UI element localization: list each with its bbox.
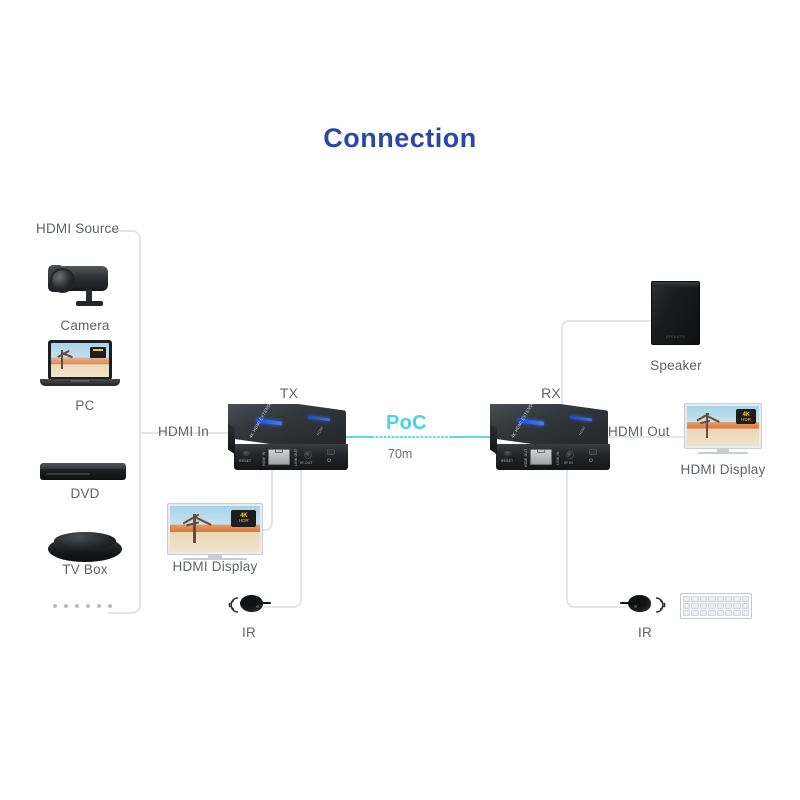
poc-label: PoC xyxy=(386,412,427,434)
badge-4k-text: 4K xyxy=(240,513,248,520)
cable-rx-to-speaker xyxy=(561,320,651,412)
tx-ir-out-jack[interactable] xyxy=(304,451,312,459)
rx-ir-in-jack[interactable] xyxy=(566,451,574,459)
tx-link-out-label: LINK OUT xyxy=(294,448,298,466)
tx-extender-device[interactable]: 4K HDMI EXTENDER HDMI RESET HDMI IN LINK… xyxy=(228,404,348,470)
tx-hdmi-in-label: HDMI IN xyxy=(262,451,266,466)
tx-ir-out-label: IR OUT xyxy=(300,461,313,465)
hdmi-display-tx-label: HDMI Display xyxy=(172,559,258,574)
source-label-tv-box: TV Box xyxy=(62,562,108,577)
hdmi-source-bracket xyxy=(108,230,141,614)
ir-wave-tx-icon xyxy=(228,597,239,613)
ir-rx-label: IR xyxy=(638,625,652,640)
tx-rj45-port[interactable] xyxy=(268,449,290,465)
rx-device-label: RX xyxy=(541,385,561,401)
source-more-dots xyxy=(53,604,112,608)
tx-reset-button[interactable] xyxy=(242,451,251,456)
cable-tx-rj45-to-display xyxy=(263,470,273,531)
rx-dc-port[interactable] xyxy=(589,449,597,455)
tx-device-label: TX xyxy=(279,385,299,401)
security-camera-icon xyxy=(40,258,130,310)
cable-tx-ir-out xyxy=(264,470,302,608)
badge-hdr-text: HDR xyxy=(741,416,751,422)
speaker-icon: SPEAKER xyxy=(651,281,700,345)
ir-receiver-rx-icon xyxy=(620,592,676,620)
ir-tx-label: IR xyxy=(242,625,256,640)
hdmi-display-rx-label: HDMI Display xyxy=(680,462,766,477)
tx-power-indicator: ⏻ xyxy=(327,458,332,464)
source-label-camera: Camera xyxy=(60,318,110,333)
tv-box-icon xyxy=(40,524,130,566)
poc-distance-label: 70m xyxy=(388,447,413,461)
cable-rx-ir-in xyxy=(566,470,626,608)
hdmi-in-label: HDMI In xyxy=(158,424,209,439)
tx-reset-label: RESET xyxy=(239,459,252,463)
badge-hdr-text: HDR xyxy=(238,518,249,524)
ir-wave-rx-icon xyxy=(655,597,666,613)
remote-control-icon[interactable] xyxy=(680,593,752,619)
hdmi-source-label: HDMI Source xyxy=(36,221,120,236)
hdmi-display-tx-icon: 4K HDR xyxy=(167,503,263,561)
rx-ir-in-label: IR IN xyxy=(564,461,573,465)
rx-link-in-label: LINK IN xyxy=(556,451,560,465)
rx-reset-label: RESET xyxy=(501,459,514,463)
rx-power-indicator: ⏻ xyxy=(589,458,594,464)
speaker-label: Speaker xyxy=(650,358,702,373)
rx-rj45-port[interactable] xyxy=(530,449,552,465)
source-label-dvd: DVD xyxy=(70,486,100,501)
display-tx-4k-hdr-badge: 4K HDR xyxy=(231,509,257,528)
rx-hdmi-out-label: HDMI OUT xyxy=(524,448,528,467)
rx-reset-button[interactable] xyxy=(504,451,513,456)
source-label-pc: PC xyxy=(75,398,95,413)
page-title: Connection xyxy=(323,123,477,153)
laptop-icon xyxy=(38,338,128,390)
rx-extender-device[interactable]: 4K HDMI EXTENDER HDMI RESET HDMI OUT LIN… xyxy=(490,404,610,470)
rx-front-panel: RESET HDMI OUT LINK IN IR IN ⏻ xyxy=(496,444,610,470)
display-rx-4k-hdr-badge: 4K HDR xyxy=(735,409,757,425)
ir-emitter-tx-icon xyxy=(225,592,275,620)
tx-front-panel: RESET HDMI IN LINK OUT IR OUT ⏻ xyxy=(234,444,348,470)
hdmi-out-label: HDMI Out xyxy=(608,424,670,439)
hdmi-display-rx-icon: 4K HDR xyxy=(684,403,762,455)
dvd-player-icon xyxy=(38,455,128,485)
tx-dc-port[interactable] xyxy=(327,449,335,455)
badge-4k-text: 4K xyxy=(742,411,750,418)
